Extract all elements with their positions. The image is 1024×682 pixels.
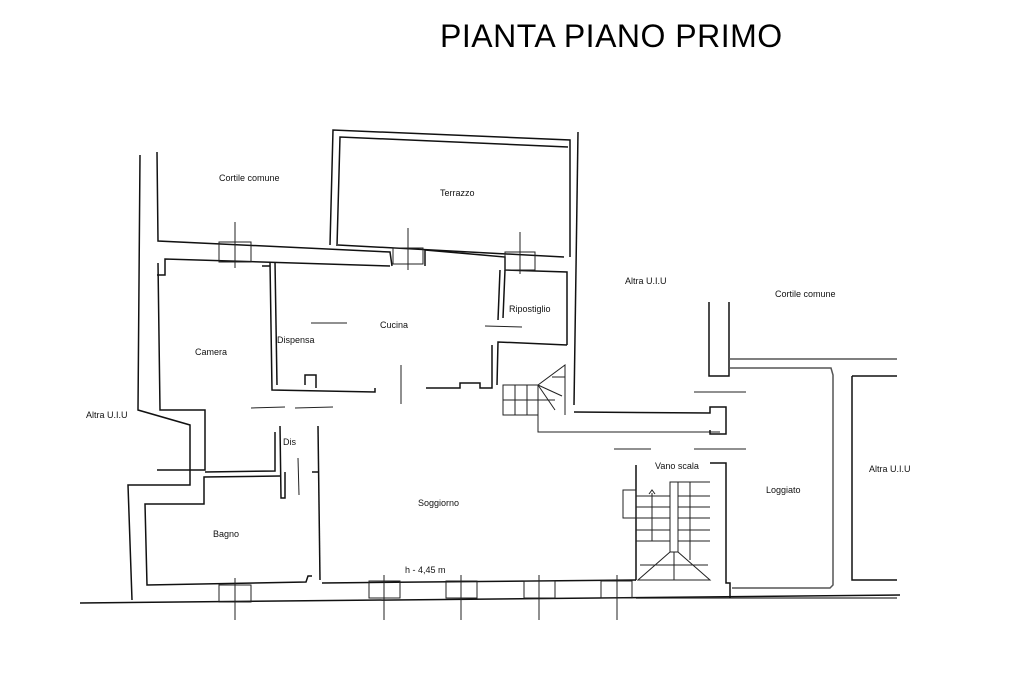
corridor-walls — [573, 391, 746, 450]
room-label-loggiato: Loggiato — [766, 485, 801, 495]
room-label-camera: Camera — [195, 347, 227, 357]
plan-title: PIANTA PIANO PRIMO — [440, 18, 783, 54]
room-label-vano-scala: Vano scala — [655, 461, 699, 471]
kitchen-walls — [250, 261, 523, 409]
room-label-cucina: Cucina — [380, 320, 408, 330]
height-annotation: h - 4,45 m — [405, 565, 446, 575]
left-boundary-walls — [127, 151, 393, 601]
room-label-altra-uiu-left: Altra U.I.U — [86, 410, 128, 420]
room-label-soggiorno: Soggiorno — [418, 498, 459, 508]
upper-staircase — [502, 364, 720, 433]
terrazzo-walls — [329, 129, 579, 406]
room-label-cortile-comune: Cortile comune — [219, 173, 280, 183]
room-label-altra-uiu-top: Altra U.I.U — [625, 276, 667, 286]
right-walls — [636, 302, 897, 599]
room-label-altra-uiu-right: Altra U.I.U — [869, 464, 911, 474]
south-wall-windows — [218, 575, 637, 620]
room-label-ripostiglio: Ripostiglio — [509, 304, 551, 314]
north-windows — [218, 222, 536, 274]
room-label-dis: Dis — [283, 437, 296, 447]
lower-staircase — [622, 465, 712, 581]
room-label-cortile-comune-2: Cortile comune — [775, 289, 836, 299]
bathroom-walls — [79, 425, 901, 604]
room-label-bagno: Bagno — [213, 529, 239, 539]
room-label-dispensa: Dispensa — [277, 335, 315, 345]
room-label-terrazzo: Terrazzo — [440, 188, 475, 198]
